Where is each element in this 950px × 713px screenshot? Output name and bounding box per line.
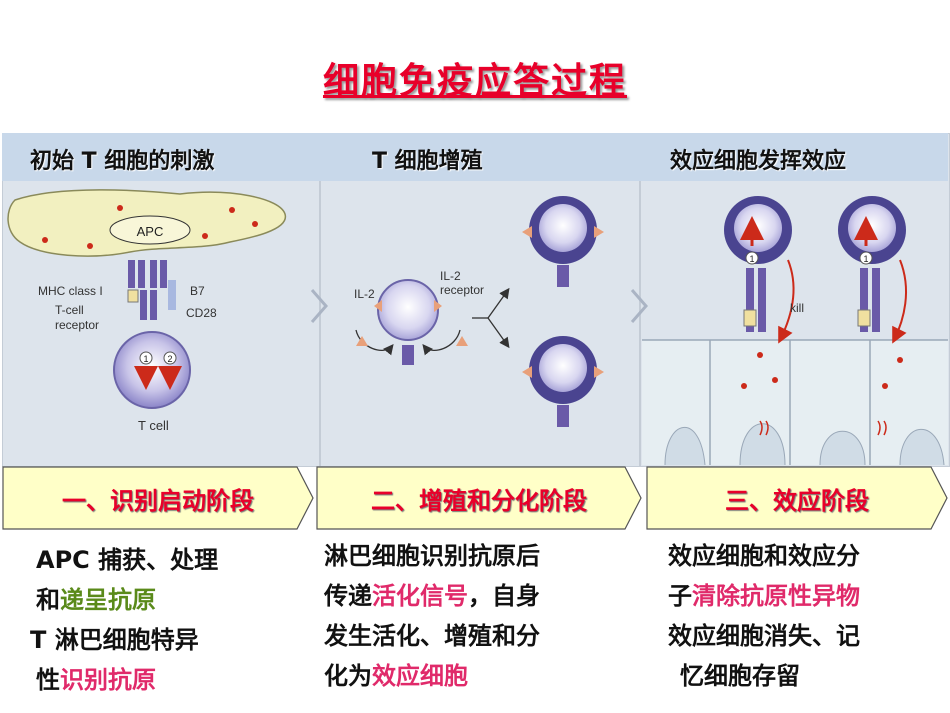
header-bar bbox=[2, 133, 948, 181]
kill-label: kill bbox=[790, 301, 804, 315]
panel-proliferation bbox=[320, 133, 640, 467]
stage-proliferation-label: 二、增殖和分化阶段 bbox=[371, 486, 587, 515]
stage-recognition: 一、识别启动阶段 bbox=[2, 466, 314, 530]
description-effect: 效应细胞和效应分 子清除抗原性异物 效应细胞消失、记 忆细胞存留 bbox=[668, 542, 860, 690]
t-cell-label: T cell bbox=[138, 418, 169, 433]
process-illustration: APC MHC class I T-cell receptor B7 CD28 … bbox=[7, 189, 948, 465]
tcr-label-1: T-cell bbox=[55, 303, 84, 317]
cd28-label: CD28 bbox=[186, 306, 217, 320]
il2-left-label: IL-2 bbox=[354, 287, 375, 301]
svg-text:1: 1 bbox=[749, 254, 754, 264]
svg-text:2: 2 bbox=[167, 354, 172, 364]
apc-label: APC bbox=[137, 224, 164, 239]
description-recognition: APC 捕获、处理 和递呈抗原 T 淋巴细胞特异 性识别抗原 bbox=[30, 546, 219, 694]
description-proliferation: 淋巴细胞识别抗原后 传递活化信号，自身 发生活化、增殖和分 化为效应细胞 bbox=[324, 542, 540, 690]
mhc-label: MHC class I bbox=[38, 284, 103, 298]
b7-label: B7 bbox=[190, 284, 205, 298]
header-stimulation: 初始 T 细胞的刺激 bbox=[30, 149, 215, 174]
stage-effect: 三、效应阶段 bbox=[646, 466, 948, 530]
stage-effect-label: 三、效应阶段 bbox=[725, 486, 869, 515]
il2-receptor-label: receptor bbox=[440, 283, 484, 297]
page-title: 细胞免疫应答过程 bbox=[322, 61, 627, 102]
svg-text:1: 1 bbox=[143, 354, 148, 364]
svg-text:1: 1 bbox=[863, 254, 868, 264]
naive-t-cell bbox=[113, 331, 191, 409]
header-proliferation: T 细胞增殖 bbox=[372, 149, 483, 174]
header-effect: 效应细胞发挥效应 bbox=[670, 149, 847, 174]
tcr-label-2: receptor bbox=[55, 318, 99, 332]
il2-right-label: IL-2 bbox=[440, 269, 461, 283]
stage-proliferation: 二、增殖和分化阶段 bbox=[316, 466, 642, 530]
activated-t-cell bbox=[377, 279, 439, 341]
panel-recognition bbox=[2, 133, 320, 467]
apc-nucleus bbox=[109, 215, 191, 245]
stage-recognition-label: 一、识别启动阶段 bbox=[62, 486, 254, 515]
